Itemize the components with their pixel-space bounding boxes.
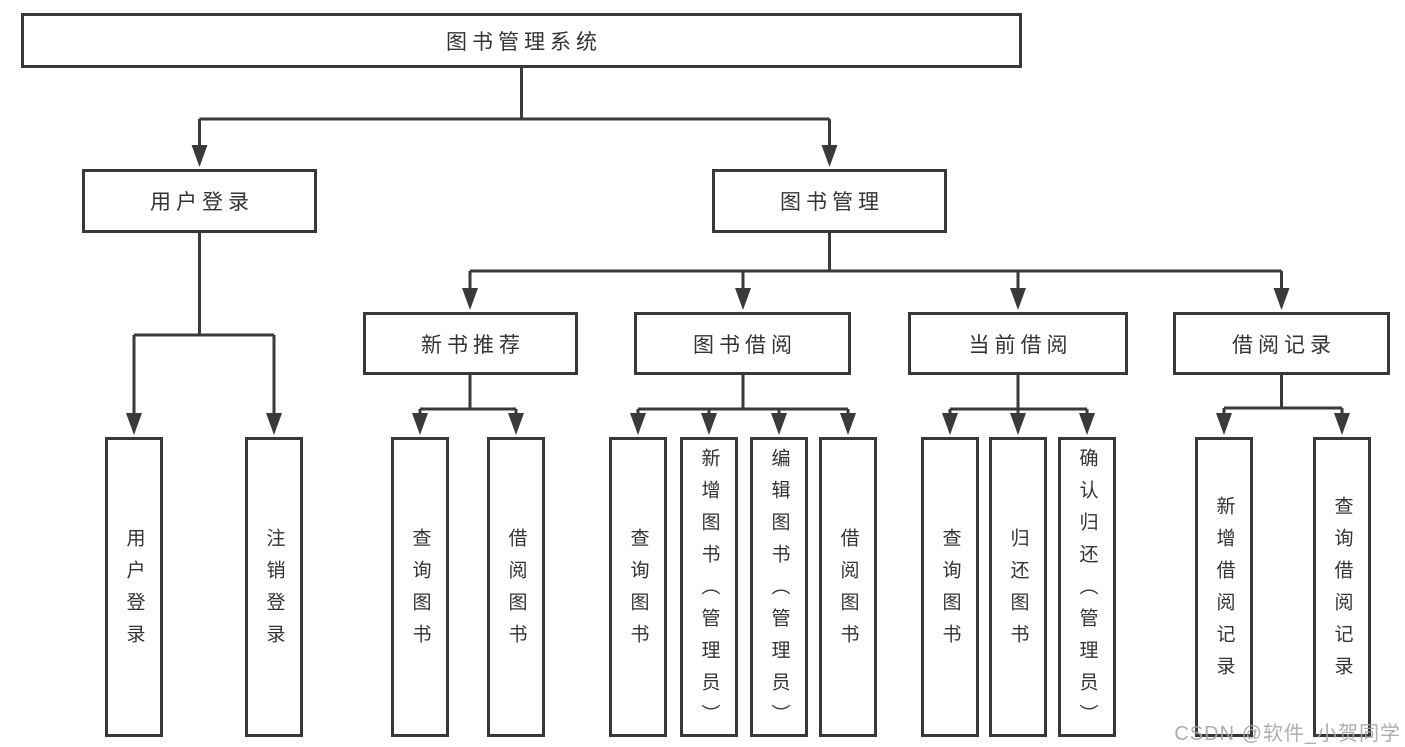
node-user-login-leaf: 用户登录: [105, 437, 163, 737]
node-label: 查询图书: [627, 528, 649, 656]
node-confirm-return-admin: 确认归还（管理员）: [1058, 437, 1116, 737]
csdn-watermark: CSDN @软件_小贺同学: [1174, 723, 1401, 745]
connector-new-book-to-leaves: [412, 375, 524, 435]
arrowhead-current-borrow: [1010, 288, 1026, 310]
arrowhead-edit-book: [771, 413, 787, 435]
connector-root-to-level2: [191, 68, 838, 167]
node-library-management-system: 图书管理系统: [21, 13, 1022, 68]
node-label: 用户登录: [123, 528, 145, 656]
node-new-book-recommendation: 新书推荐: [363, 312, 578, 375]
node-query-books-current: 查询图书: [921, 437, 979, 737]
connector-book-mgmt-to-level3: [462, 233, 1290, 310]
node-logout-login: 注销登录: [245, 437, 303, 737]
node-label: 查询图书: [409, 528, 431, 656]
arrowhead-query-cur: [942, 413, 958, 435]
node-query-books-borrowing: 查询图书: [609, 437, 667, 737]
node-return-book: 归还图书: [989, 437, 1047, 737]
arrowhead-query-record: [1334, 413, 1350, 435]
arrowhead-query-bor: [630, 413, 646, 435]
arrowhead-book-mgmt: [821, 145, 838, 167]
connector-current-borrow-to-leaves: [942, 375, 1095, 435]
node-label: 注销登录: [263, 528, 285, 656]
connector-user-login-to-leaves: [126, 233, 282, 435]
node-current-borrowing: 当前借阅: [908, 312, 1128, 375]
arrowhead-add-record: [1216, 413, 1232, 435]
node-add-book-admin: 新增图书（管理员）: [680, 437, 738, 737]
node-user-login: 用户登录: [82, 169, 317, 233]
node-add-borrow-record: 新增借阅记录: [1195, 437, 1253, 737]
connector-borrow-records-to-leaves: [1216, 375, 1350, 435]
node-label: 当前借阅: [968, 333, 1073, 357]
arrowhead-borrow-records: [1273, 288, 1290, 310]
node-borrow-books-recommend: 借阅图书: [487, 437, 545, 737]
node-label: 查询借阅记录: [1331, 496, 1353, 688]
node-label: 新增图书（管理员）: [698, 448, 720, 736]
node-borrow-records: 借阅记录: [1173, 312, 1390, 375]
arrowhead-borrow-bor: [840, 413, 856, 435]
node-edit-book-admin: 编辑图书（管理员）: [750, 437, 808, 737]
arrowhead-confirm-return: [1079, 413, 1095, 435]
node-label: 新增借阅记录: [1213, 496, 1235, 688]
node-label: 查询图书: [939, 528, 961, 656]
node-label: 借阅图书: [505, 528, 527, 656]
node-query-borrow-record: 查询借阅记录: [1313, 437, 1371, 737]
arrowhead-return-book: [1010, 413, 1026, 435]
arrowhead-logout-leaf: [266, 413, 282, 435]
node-borrow-books-borrowing: 借阅图书: [819, 437, 877, 737]
arrowhead-new-book: [462, 288, 478, 310]
arrowhead-user-login-leaf: [126, 413, 142, 435]
arrowhead-query-rec: [412, 413, 428, 435]
node-book-management: 图书管理: [712, 169, 947, 233]
arrowhead-book-borrow: [735, 288, 751, 310]
node-label: 编辑图书（管理员）: [768, 448, 790, 736]
node-label: 用户登录: [150, 191, 254, 214]
connector-book-borrow-to-leaves: [630, 375, 856, 435]
node-label: 图书管理系统: [446, 30, 602, 54]
node-label: 归还图书: [1007, 528, 1029, 656]
node-label: 借阅图书: [837, 528, 859, 656]
node-label: 借阅记录: [1232, 333, 1336, 357]
node-label: 新书推荐: [421, 333, 525, 357]
node-label: 图书管理: [780, 191, 884, 214]
node-label: 确认归还（管理员）: [1076, 448, 1098, 736]
arrowhead-user-login: [191, 145, 208, 167]
node-query-books-recommend: 查询图书: [391, 437, 449, 737]
arrowhead-borrow-rec: [508, 413, 524, 435]
arrowhead-add-book: [701, 413, 717, 435]
node-book-borrowing: 图书借阅: [634, 312, 851, 375]
node-label: 图书借阅: [693, 333, 797, 357]
